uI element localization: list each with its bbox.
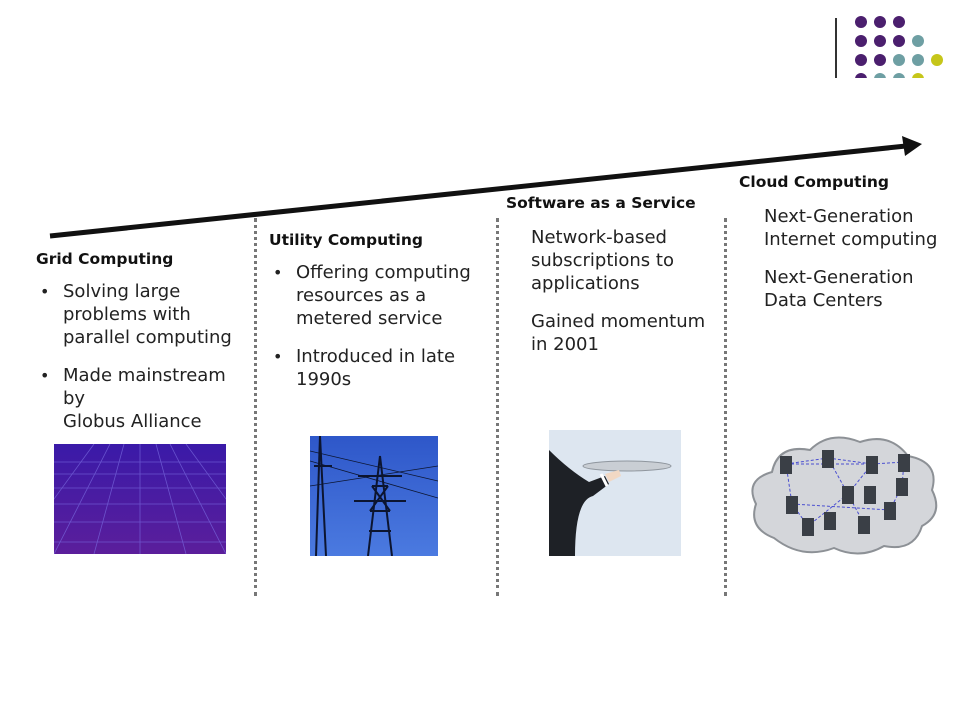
column-title: Utility Computing [269,231,424,249]
waiter-serving-tray-photo [549,430,681,556]
column-separator [496,218,499,596]
arrow-head [902,136,922,156]
power-pylon-photo [310,436,438,556]
column-title: Grid Computing [36,250,174,268]
column-separator [724,218,727,596]
purple-grid-illustration [54,444,226,554]
decorative-dot-grid [853,14,943,85]
timeline-arrow [49,136,922,239]
column-utility-computing: Utility Computing Offering computingreso… [269,231,493,391]
column-separator [254,218,257,596]
cloud-of-servers-illustration [751,436,938,555]
column-title: Cloud Computing [739,173,890,191]
header-divider [835,18,837,80]
column-title: Software as a Service [506,194,696,212]
